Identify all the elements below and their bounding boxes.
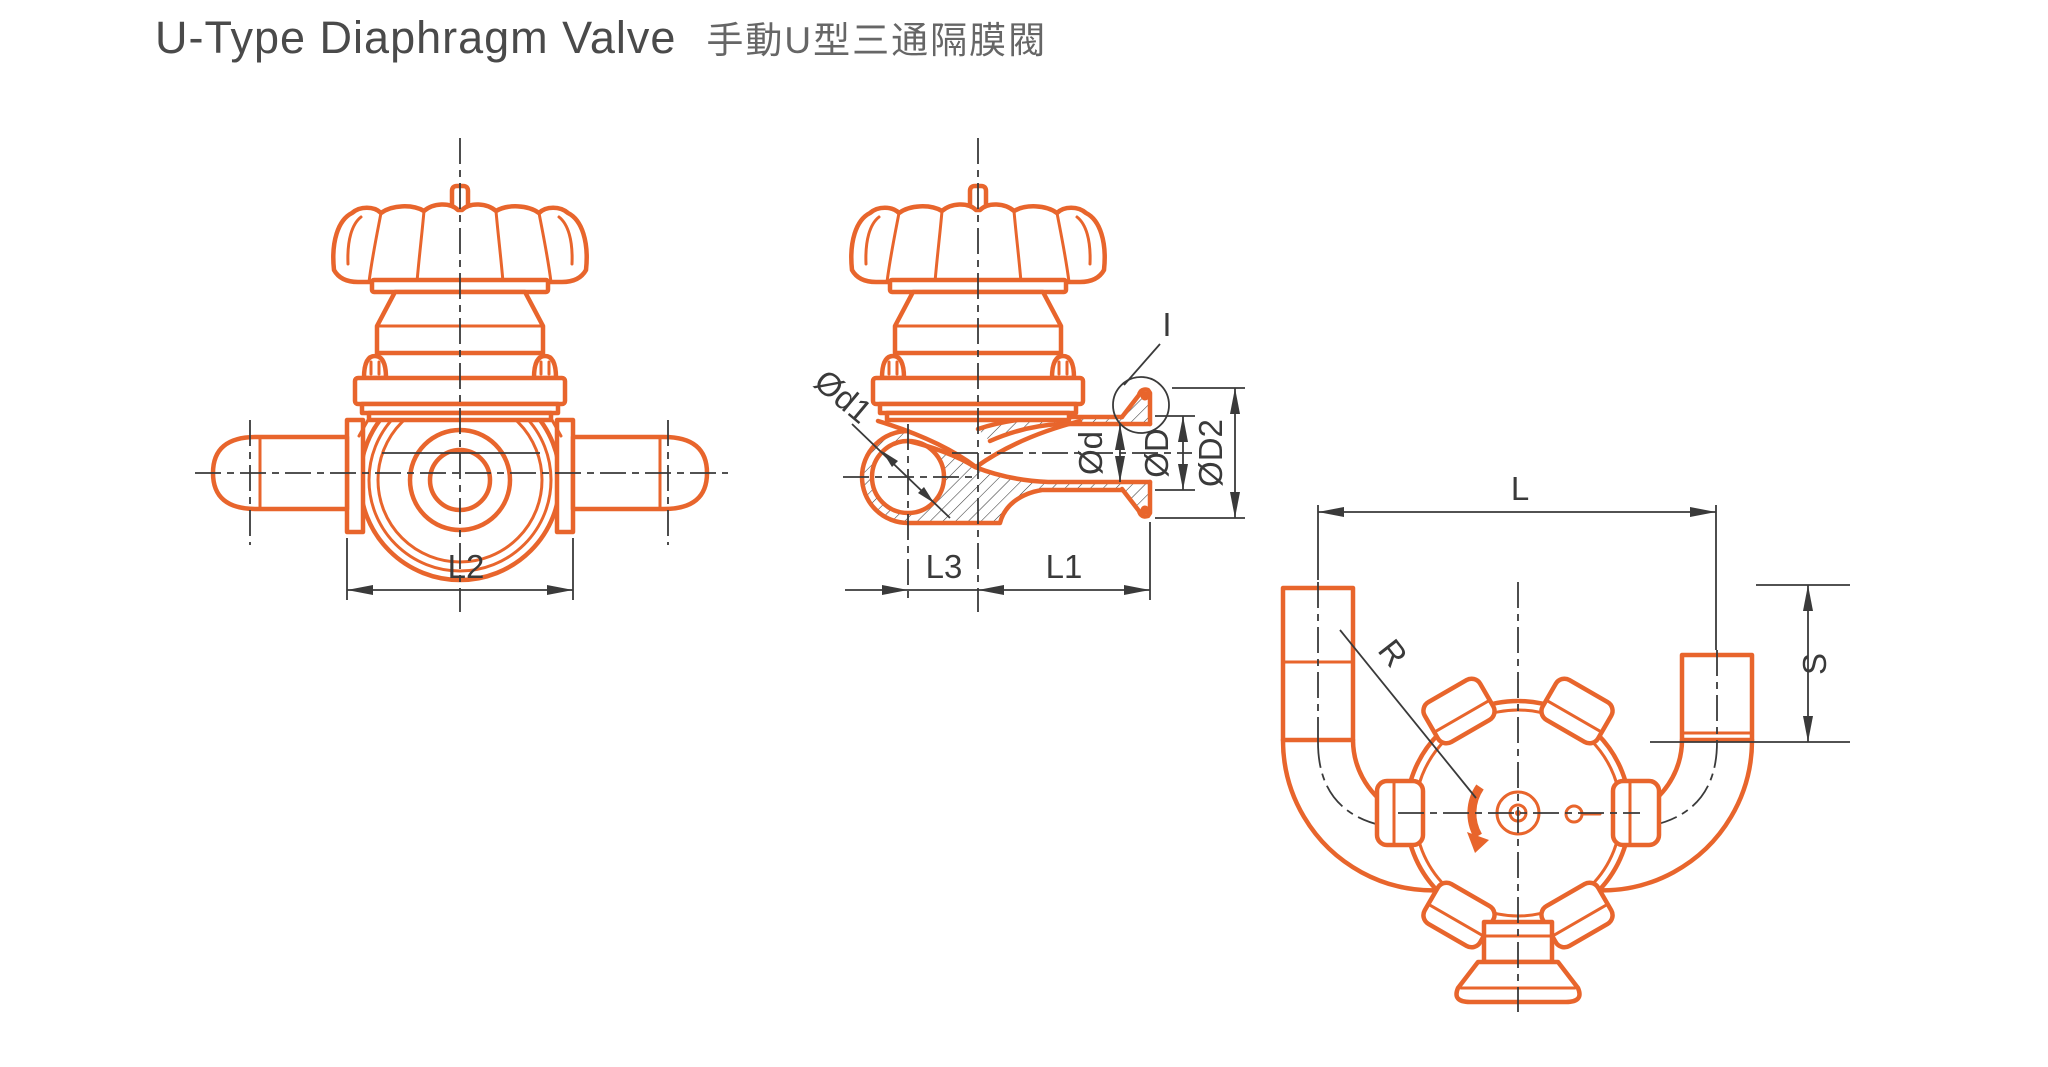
dim-l2: L2 [346,538,574,600]
l2-arrow-right [547,585,573,595]
s-arrow-bottom [1803,716,1813,742]
dim-s: S [1650,584,1850,743]
od1-leader [851,423,951,519]
ferrule-flare-bottom [1119,479,1153,519]
l2-arrow-left [347,585,373,595]
dim-oD2: ØD2 [1155,387,1245,519]
dim-label-r: R [1371,632,1415,674]
od1-arrow-2 [918,487,934,503]
l-arrow-right [1690,507,1716,517]
s-extension-lines [1650,584,1850,743]
dim-label-l: L [1511,470,1529,507]
dim-oD: ØD [1138,415,1195,491]
l-extension-lines [1317,505,1717,650]
oD-arrow-top [1178,416,1188,442]
section-outline [859,387,1153,526]
l1-arrow-left [978,585,1004,595]
r-leader [1339,629,1477,799]
hatch-port-wall [862,431,908,523]
od-arrow-bottom [1115,456,1125,482]
detail-callout-i: I [1112,306,1172,434]
rotation-arrow [1467,784,1484,839]
dim-label-l1: L1 [1046,548,1083,585]
oD-extension-lines [1155,415,1195,491]
detail-circle [1112,376,1170,434]
oD2-extension-lines [1155,387,1245,519]
weir-wall-curve [905,438,1153,485]
left-clamp-band [344,417,366,535]
section-view: Ød1 I Ød ØD [808,138,1245,612]
ferrule-bead-bottom [1140,505,1150,515]
l3-arrow [882,585,908,595]
oD-arrow-bottom [1178,464,1188,490]
channel-top-curve [987,421,1153,444]
dim-l3-l1: L3 L1 [845,522,1151,600]
title-block: U-Type Diaphragm Valve 手動U型三通隔膜閥 [155,10,1047,64]
dim-label-l2: L2 [448,548,485,585]
s-arrow-top [1803,585,1813,611]
dim-label-od: Ød [1072,431,1109,475]
body-bottom-outline [905,487,1125,526]
foot-base [1454,959,1582,1005]
dim-l: L [1317,470,1717,650]
oD2-arrow-bottom [1230,492,1240,518]
body-shoulders [357,418,563,438]
dim-label-oD2: ØD2 [1192,419,1229,487]
dim-od: Ød [1072,424,1125,482]
right-clamp-band [554,417,576,535]
front-view: L2 [195,138,728,612]
bottom-view: L R S [1280,470,1850,1012]
dim-label-l3: L3 [926,548,963,585]
dim-label-detail-i: I [1162,306,1171,343]
title-chinese: 手動U型三通隔膜閥 [706,20,1048,61]
ferrule-bead-top [1140,391,1150,401]
dim-label-oD: ØD [1138,428,1175,478]
rotation-arrow-head [1467,832,1489,853]
dim-label-s: S [1796,653,1833,675]
dim-label-od1: Ød1 [808,362,880,430]
detail-leader [1123,343,1161,386]
od-arrow-top [1115,424,1125,450]
od1-arrow-1 [882,451,898,467]
oD2-arrow-top [1230,388,1240,414]
ferrule-flare-top [1119,387,1153,427]
l-arrow-left [1318,507,1344,517]
l1-arrow-right [1124,585,1150,595]
title-english: U-Type Diaphragm Valve [155,12,677,63]
